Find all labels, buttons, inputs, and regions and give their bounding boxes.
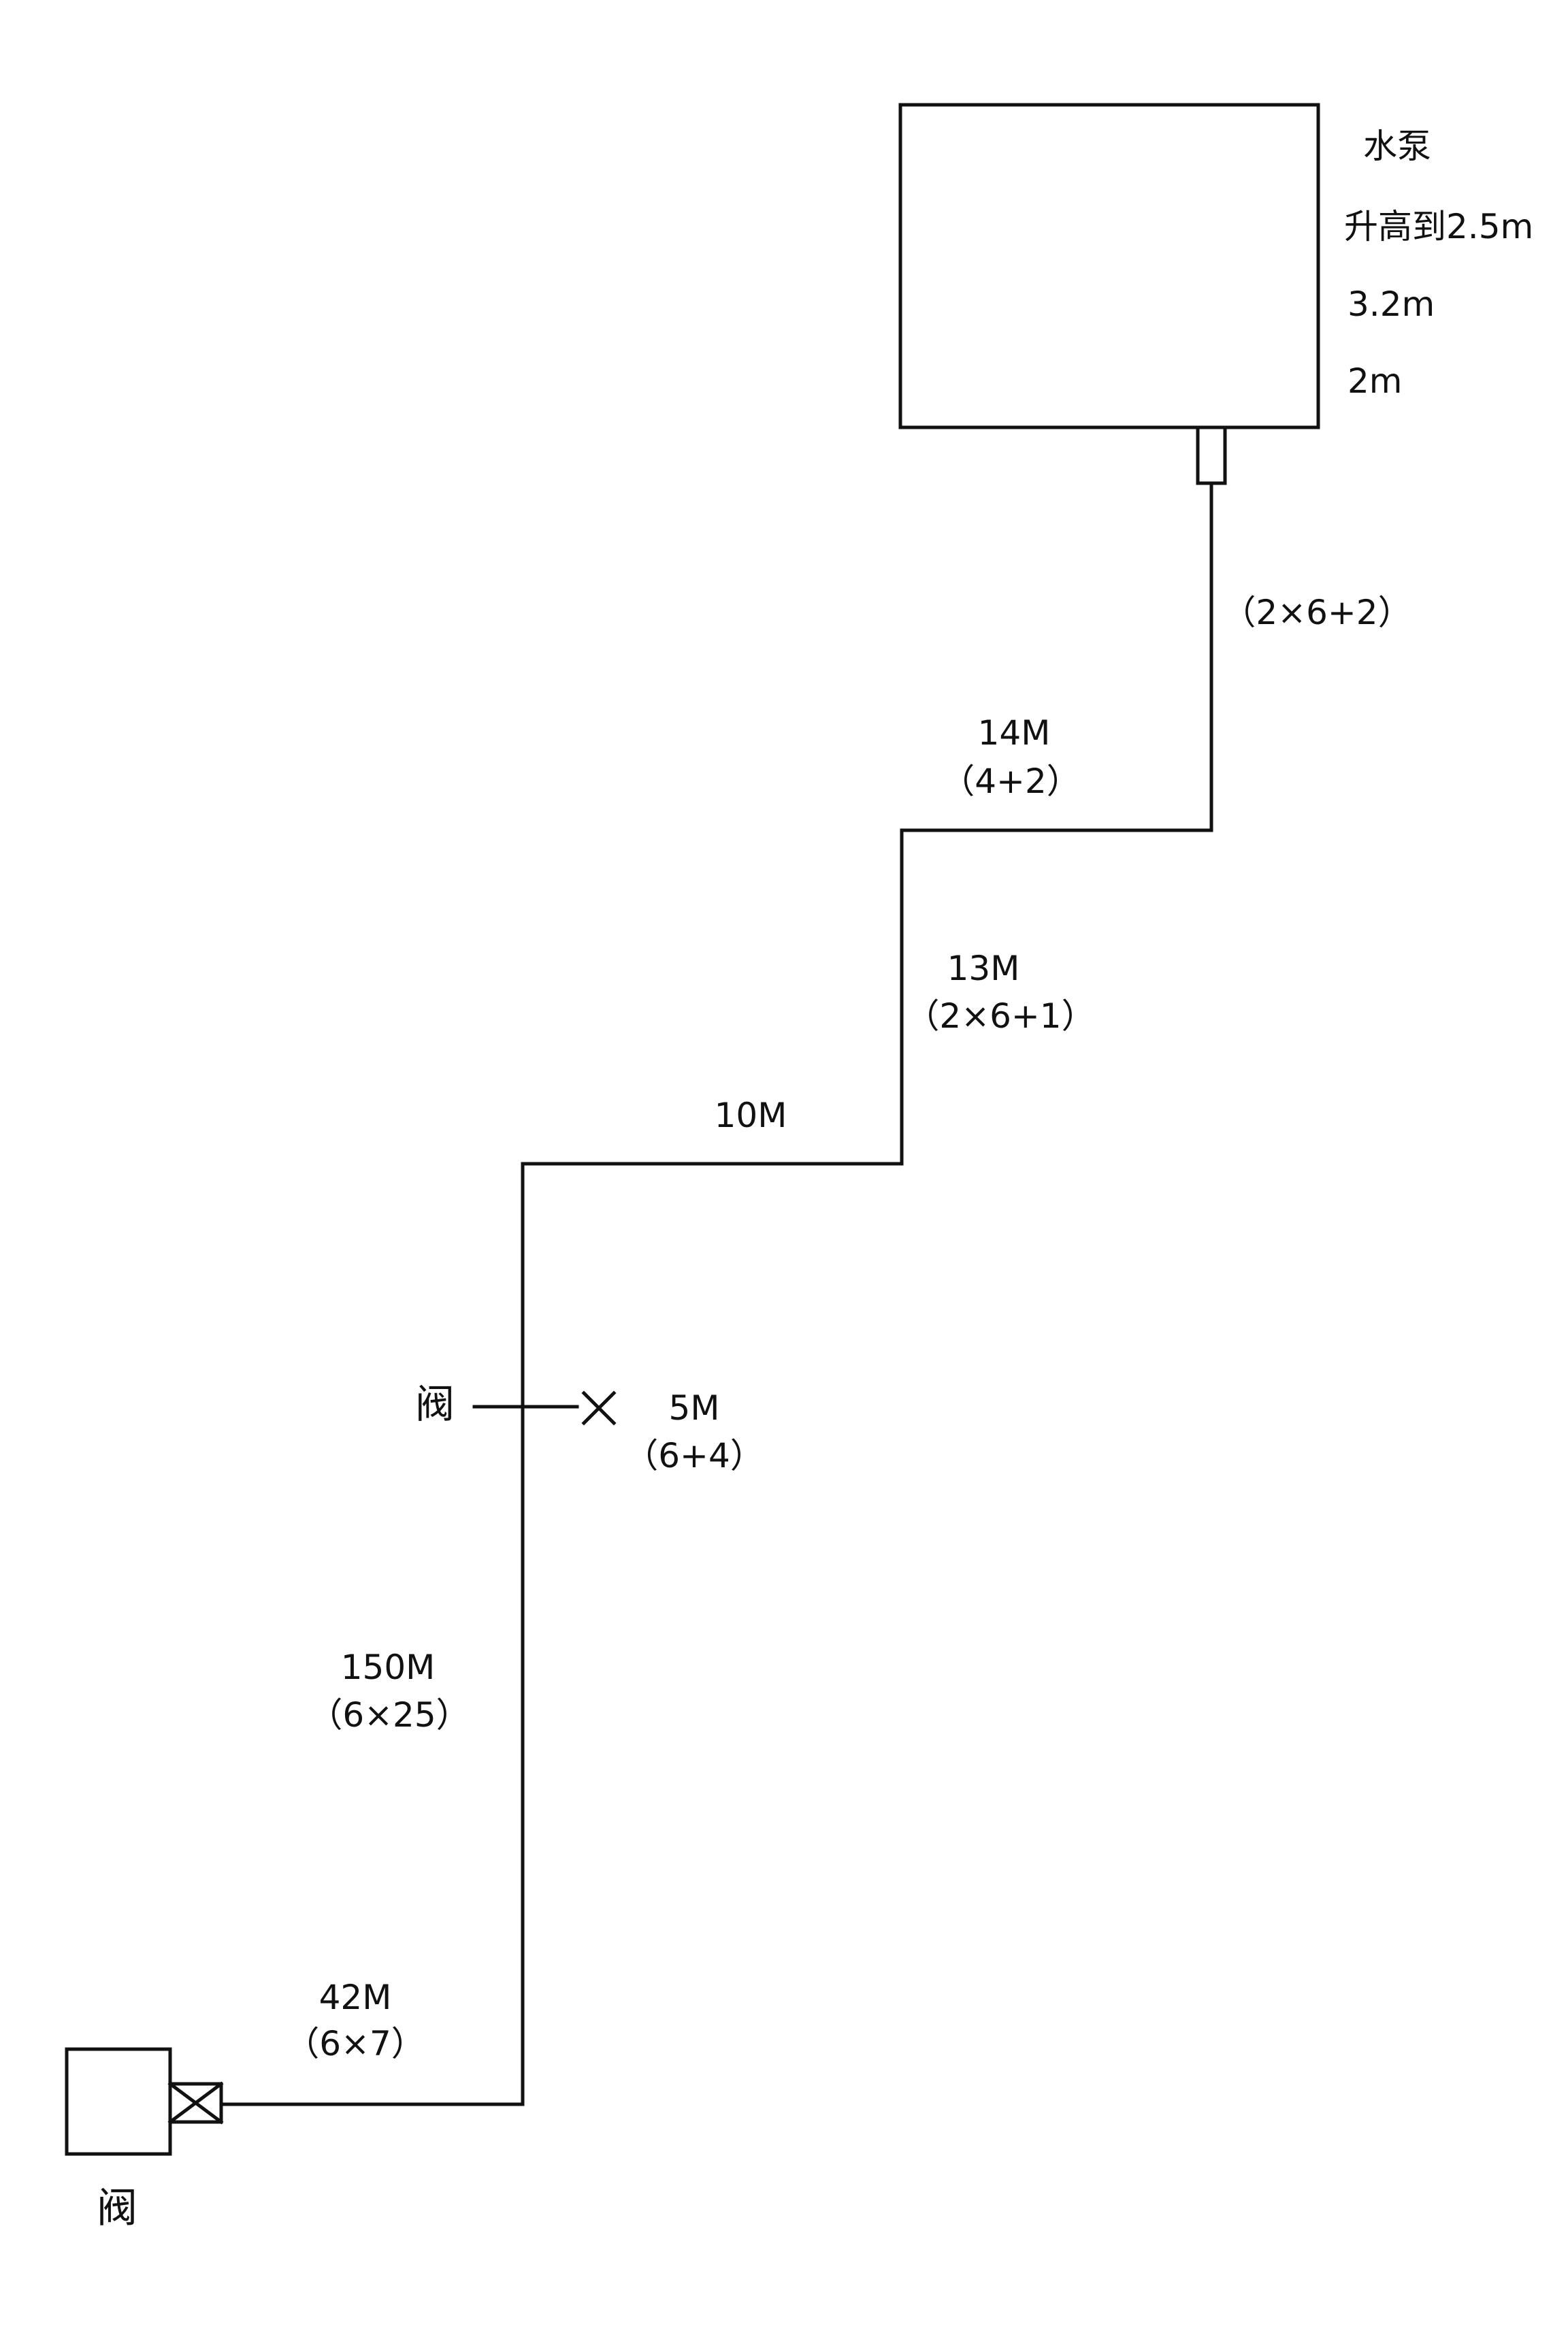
segment-spec-0: （2×6+2） bbox=[1222, 593, 1412, 632]
segment-spec-4: （6+4） bbox=[624, 1436, 764, 1475]
segment-spec-2: （2×6+1） bbox=[905, 996, 1096, 1036]
segment-spec-1: （4+2） bbox=[941, 762, 1081, 801]
pump-outlet bbox=[1196, 425, 1227, 485]
boxed-x-valve-icon bbox=[167, 2081, 224, 2125]
segment-length-1: 14M bbox=[977, 713, 1051, 753]
mid-valve-label: 阀 bbox=[415, 1381, 455, 1427]
segment-length-2: 13M bbox=[947, 949, 1020, 988]
x-cross-valve-icon bbox=[581, 1390, 617, 1426]
segment-spec-6: （6×7） bbox=[285, 2024, 425, 2063]
bottom-valve-box bbox=[65, 2047, 172, 2156]
pump-name: 水泵 bbox=[1363, 127, 1431, 166]
pump-dim2-note: 2m bbox=[1348, 361, 1403, 401]
segment-length-6: 42M bbox=[318, 1978, 392, 2017]
pump-lift-note: 升高到2.5m bbox=[1344, 207, 1534, 246]
segment-length-5: 150M bbox=[340, 1648, 436, 1687]
pump-box bbox=[898, 103, 1320, 429]
segment-length-4: 5M bbox=[668, 1388, 720, 1428]
pipeline-route bbox=[220, 481, 1213, 2106]
pump-dim1-note: 3.2m bbox=[1348, 284, 1435, 324]
segment-length-3: 10M bbox=[714, 1096, 787, 1135]
segment-spec-5: （6×25） bbox=[308, 1695, 470, 1735]
bottom-valve-label: 阀 bbox=[97, 2185, 137, 2232]
